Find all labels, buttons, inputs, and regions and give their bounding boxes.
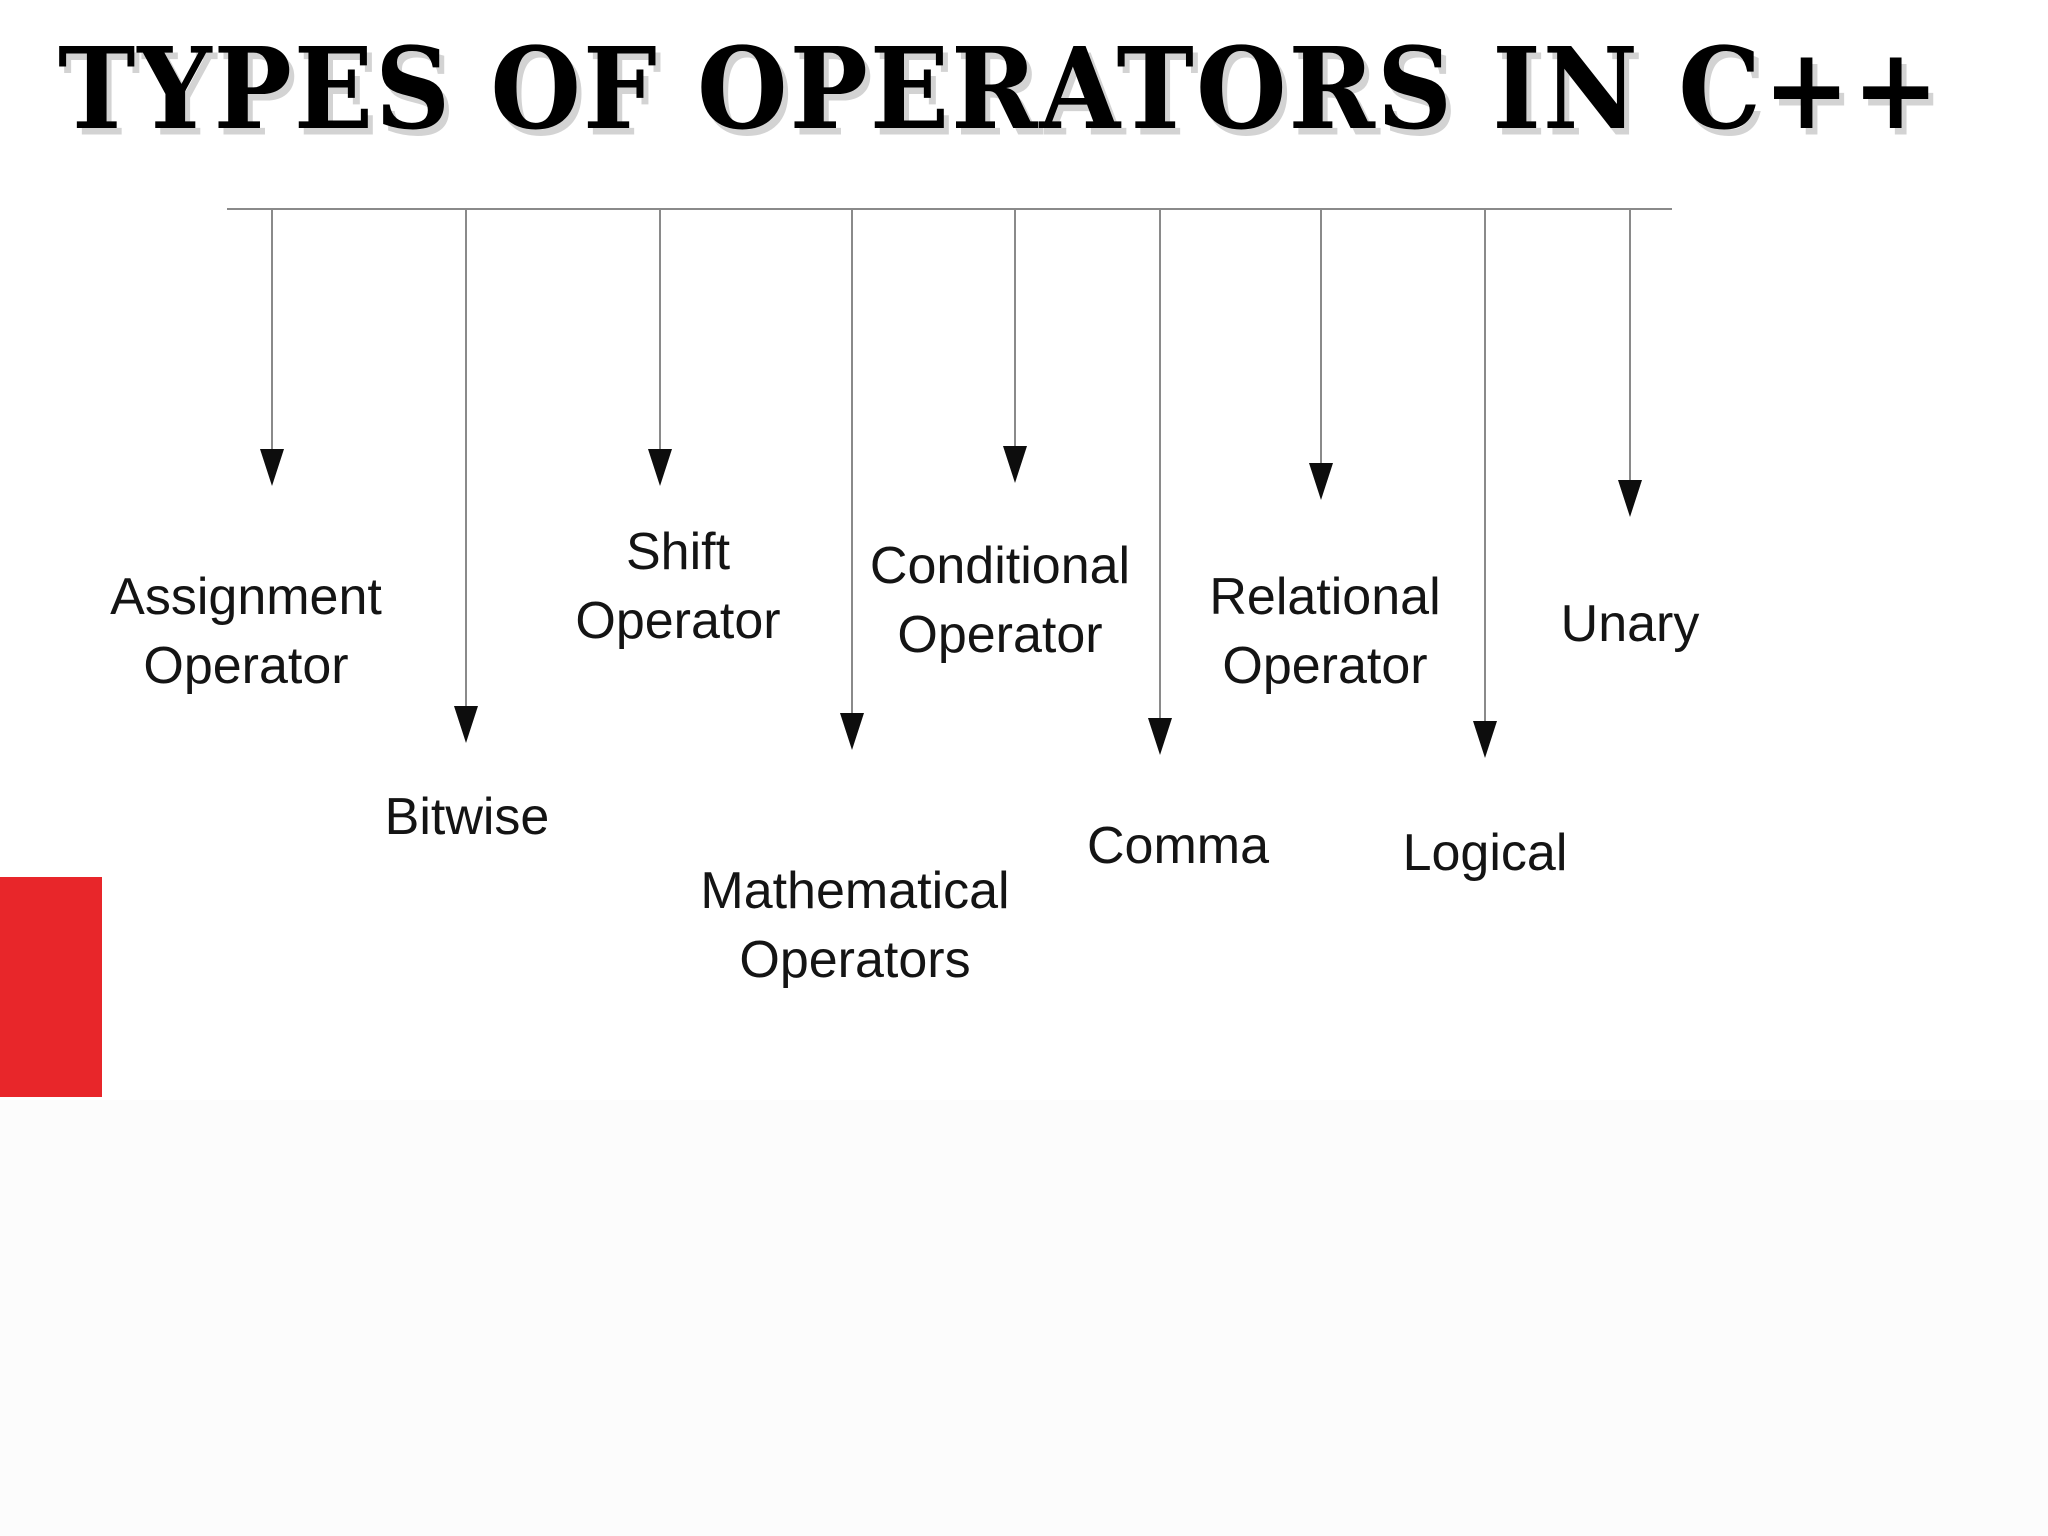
branch-label: Relational Operator	[1209, 568, 1441, 695]
arrow-down-icon	[1473, 721, 1497, 758]
page-title: TYPES OF OPERATORS IN C++	[58, 22, 1942, 155]
arrow-down-icon	[648, 449, 672, 486]
branch-line	[1320, 209, 1322, 464]
tree-horizontal-line	[227, 208, 1672, 210]
arrow-down-icon	[1003, 446, 1027, 483]
branch-label: Bitwise	[384, 788, 550, 846]
branch-line	[1484, 209, 1486, 722]
branch-line	[1014, 209, 1016, 446]
red-accent-block	[0, 877, 102, 1097]
arrow-down-icon	[840, 713, 864, 750]
branch-label: Comma	[1086, 817, 1270, 875]
arrow-down-icon	[454, 706, 478, 743]
bottom-background-band	[0, 1100, 2048, 1536]
branch-label: Unary	[1560, 595, 1700, 653]
branch-line	[851, 209, 853, 714]
branch-label: Conditional Operator	[869, 537, 1131, 664]
branch-line	[659, 209, 661, 451]
branch-label: Shift Operator	[575, 523, 781, 650]
arrow-down-icon	[1148, 718, 1172, 755]
branch-label: Logical	[1402, 824, 1568, 882]
branch-line	[465, 209, 467, 707]
arrow-down-icon	[260, 449, 284, 486]
branch-label: Mathematical Operators	[700, 862, 1010, 989]
branch-line	[1159, 209, 1161, 719]
branch-label: Assignment Operator	[110, 568, 382, 695]
branch-line	[1629, 209, 1631, 481]
arrow-down-icon	[1309, 463, 1333, 500]
arrow-down-icon	[1618, 480, 1642, 517]
branch-line	[271, 209, 273, 451]
